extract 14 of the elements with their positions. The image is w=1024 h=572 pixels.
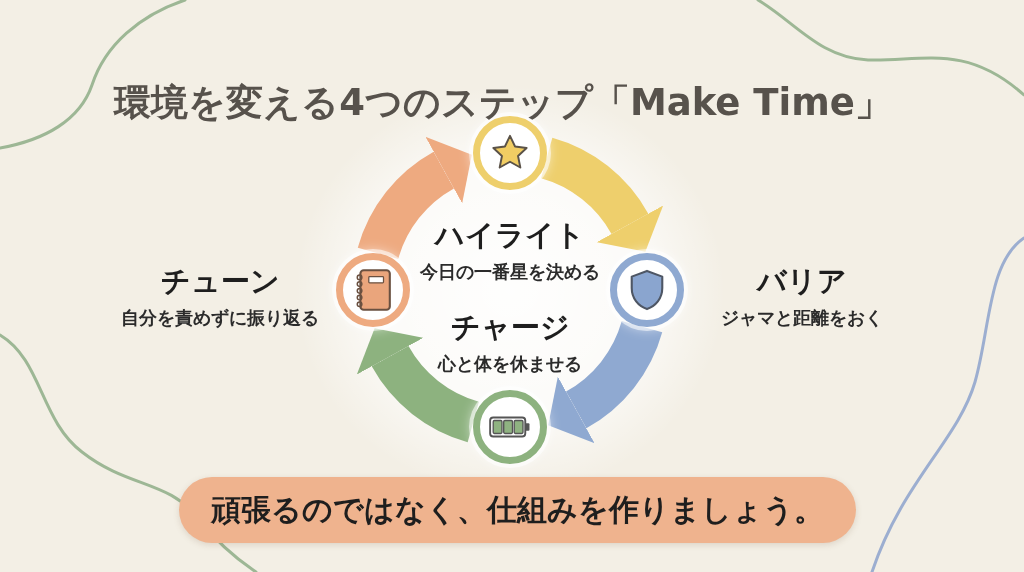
curved-arrow xyxy=(539,138,663,251)
step-title: チャージ xyxy=(450,311,570,345)
curved-arrow xyxy=(549,319,662,443)
step-description: 今日の一番星を決める xyxy=(420,261,600,283)
curved-arrow xyxy=(358,137,471,261)
message-banner: 頑張るのではなく、仕組みを作りましょう。 xyxy=(179,477,856,543)
step-title: ハイライト xyxy=(435,219,585,253)
step-title: バリア xyxy=(757,265,847,299)
step-title: チューン xyxy=(160,265,280,299)
title: 環境を変える4つのステップ「Make Time」 xyxy=(114,81,892,125)
step-description: ジャマと距離をおく xyxy=(721,307,883,329)
step-description: 自分を責めずに振り返る xyxy=(121,307,319,329)
curved-arrow xyxy=(357,329,481,442)
step-description: 心と体を休ませる xyxy=(438,353,582,375)
